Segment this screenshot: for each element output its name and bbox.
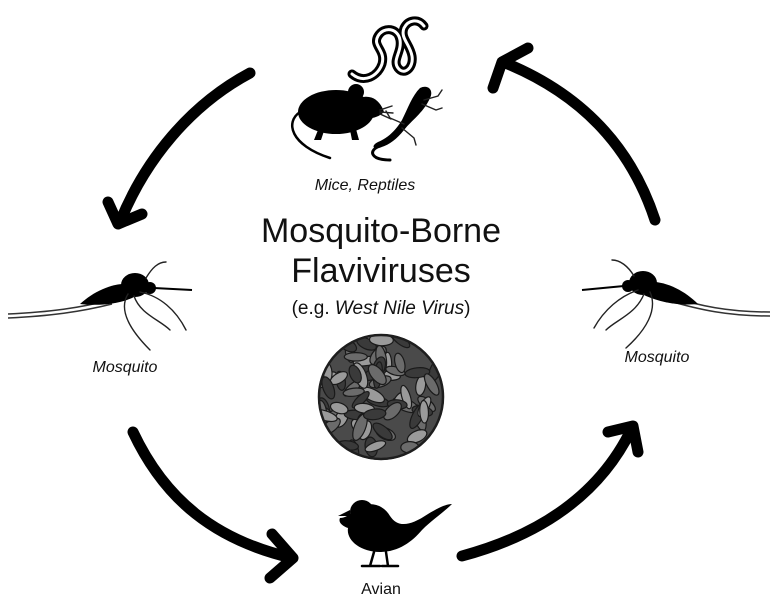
virus-envelope-protein [368,335,394,347]
virus-envelope-protein [342,387,365,397]
arrow-top-left [102,67,256,230]
subtitle-prefix: (e.g. [292,298,335,319]
label-mosquito-right: Mosquito [625,349,690,366]
virus-envelope-protein [404,367,431,379]
virus-envelope-protein [419,399,430,424]
virus-envelope-protein [362,408,387,421]
virus-envelope-protein [348,364,362,384]
mosquito-icon-right [581,259,771,349]
title-line-1: Mosquito-Borne [261,212,501,250]
subtitle-suffix: ) [464,298,470,319]
virus-envelope-protein [343,351,368,362]
bird-icon [338,500,452,568]
arrow-bottom-right [456,420,644,562]
arrow-top-right [487,42,661,226]
virus-envelope-protein [383,401,402,421]
label-mice-reptiles: Mice, Reptiles [315,177,415,194]
lizard-icon [371,86,443,162]
cycle-arrows [102,42,661,584]
virus-envelope-protein [329,401,349,415]
subtitle-example-virus: West Nile Virus [335,298,465,319]
virus-particle-icon [317,333,445,461]
virus-envelope-protein [367,364,387,386]
title-line-2: Flaviviruses [291,252,470,290]
arrow-bottom-left [127,426,299,584]
subtitle: (e.g. West Nile Virus) [292,298,471,319]
mouse-icon [291,84,394,160]
label-avian: Avian [361,581,401,598]
snake-icon [347,16,429,83]
virus-envelope-protein [393,352,406,374]
mosquito-icon-left [7,261,193,351]
virus-envelope-protein [351,390,370,409]
virus-envelope-protein [400,384,413,410]
virus-envelope-protein [406,429,428,444]
virus-envelope-protein [372,422,393,441]
virus-envelope-protein [423,373,440,396]
virus-envelope-protein [364,440,387,453]
virus-envelope-protein [321,376,336,400]
label-mosquito-left: Mosquito [93,359,158,376]
